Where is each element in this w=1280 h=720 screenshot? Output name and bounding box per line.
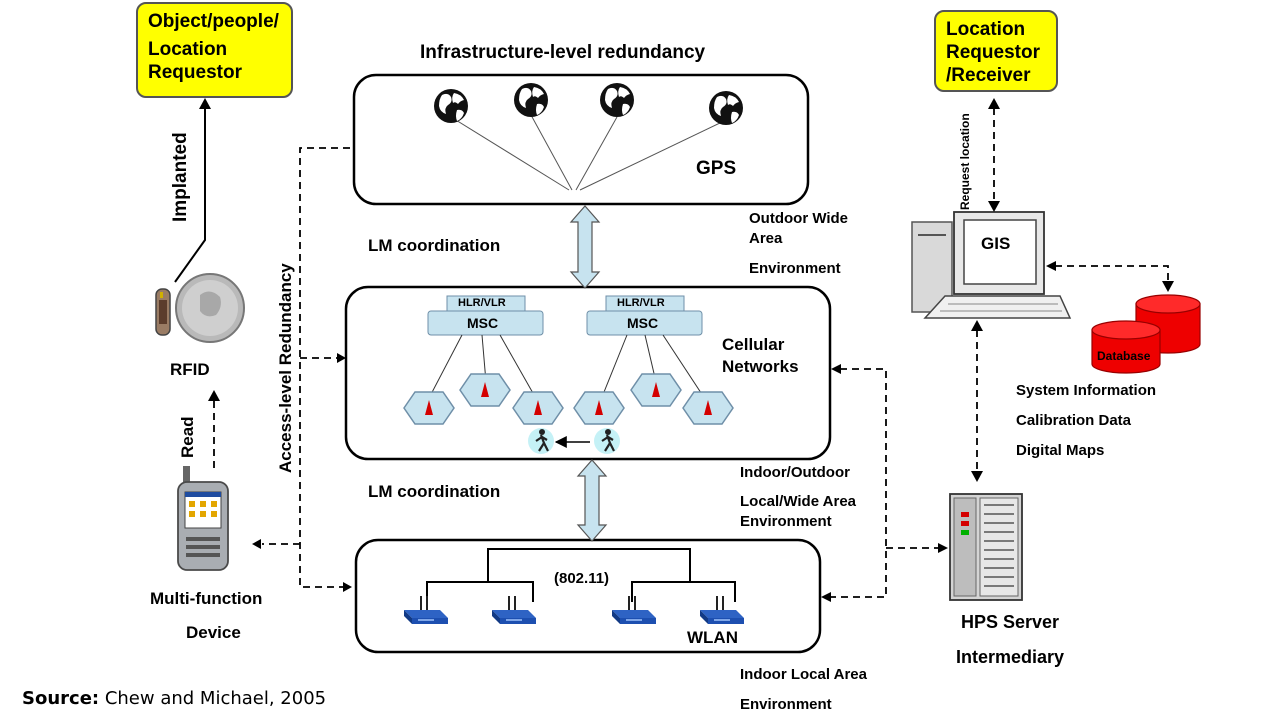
- requestor-right-line: /Receiver: [946, 65, 1031, 87]
- request-location-label: Request location: [958, 113, 972, 210]
- gis-computer-icon: [911, 211, 1072, 319]
- gps-env-line: Outdoor Wide: [749, 210, 849, 227]
- multi-function-device-icon: [177, 466, 229, 571]
- database-icon: [1091, 294, 1201, 374]
- cellular-env-line: Local/Wide Area: [740, 493, 857, 510]
- gis-database-link: [1055, 265, 1169, 282]
- implanted-label: Implanted: [170, 132, 191, 222]
- cellular-label-line: Networks: [722, 357, 799, 376]
- mobile-user-icon: [526, 426, 556, 456]
- requestor-left-line: Requestor: [148, 62, 242, 84]
- gis-label: GIS: [981, 234, 1011, 253]
- msc-right: [586, 295, 703, 336]
- cellular-env-line: Environment: [740, 513, 832, 530]
- rfid-label: RFID: [170, 360, 210, 379]
- mobile-user-icon: [592, 426, 622, 456]
- msc-label: MSC: [467, 315, 499, 331]
- gps-env-line: Environment: [749, 260, 841, 277]
- read-label: Read: [178, 416, 197, 458]
- globe-icon: [434, 89, 468, 123]
- rfid-chip-icon: [155, 273, 245, 343]
- server-label-line: HPS Server: [961, 612, 1060, 632]
- wlan-standard-label: (802.11): [554, 570, 610, 587]
- globe-icon: [709, 91, 743, 125]
- gps-label: GPS: [696, 158, 737, 179]
- globe-icon: [514, 83, 548, 117]
- database-info-line: Calibration Data: [1016, 412, 1132, 429]
- requestor-right-line: Requestor: [946, 42, 1040, 64]
- server-network-links: [830, 368, 938, 598]
- server-label-line: Intermediary: [956, 647, 1065, 667]
- wlan-env-line: Environment: [740, 696, 832, 713]
- object-people-requestor-box: Object/people/ Location Requestor: [136, 2, 293, 98]
- lm-coordination-arrow: [569, 205, 601, 289]
- hlr-vlr-label: HLR/VLR: [458, 297, 506, 309]
- wlan-tree: [426, 548, 736, 602]
- msc-label: MSC: [627, 315, 659, 331]
- source-citation: Source: Chew and Michael, 2005: [22, 688, 326, 709]
- database-info-line: System Information: [1016, 382, 1157, 399]
- wlan-env-line: Indoor Local Area: [740, 666, 867, 683]
- device-label-line: Multi-function: [150, 589, 263, 608]
- requestor-right-line: Location: [946, 19, 1026, 40]
- lm-coordination-arrow: [576, 459, 608, 542]
- requestor-left-line: Location: [148, 39, 228, 61]
- lm-coordination-label: LM coordination: [368, 236, 501, 255]
- location-receiver-box: Location Requestor /Receiver: [934, 10, 1058, 92]
- device-label-line: Device: [186, 623, 241, 642]
- hlr-vlr-label: HLR/VLR: [617, 297, 665, 309]
- infrastructure-redundancy-title: Infrastructure-level redundancy: [420, 42, 706, 63]
- gps-box: [352, 73, 810, 206]
- database-label: Database: [1097, 349, 1151, 363]
- gps-satellites: [434, 83, 743, 191]
- wlan-box: [354, 538, 822, 654]
- lm-coordination-label: LM coordination: [368, 482, 501, 501]
- cellular-label-line: Cellular: [722, 335, 785, 354]
- source-text: Chew and Michael, 2005: [99, 688, 327, 709]
- wlan-label: WLAN: [687, 628, 738, 647]
- implanted-line: [174, 108, 206, 283]
- globe-icon: [600, 83, 634, 117]
- access-redundancy-label: Access-level Redundancy: [276, 263, 295, 473]
- requestor-left-line: Object/people/: [148, 11, 279, 32]
- msc-left: [427, 295, 544, 336]
- source-prefix: Source:: [22, 688, 100, 709]
- access-redundancy-lines: [262, 147, 350, 588]
- cellular-env-line: Indoor/Outdoor: [740, 464, 850, 481]
- gps-env-line: Area: [749, 230, 783, 247]
- hps-server-icon: [949, 493, 1023, 601]
- database-info-line: Digital Maps: [1016, 442, 1105, 459]
